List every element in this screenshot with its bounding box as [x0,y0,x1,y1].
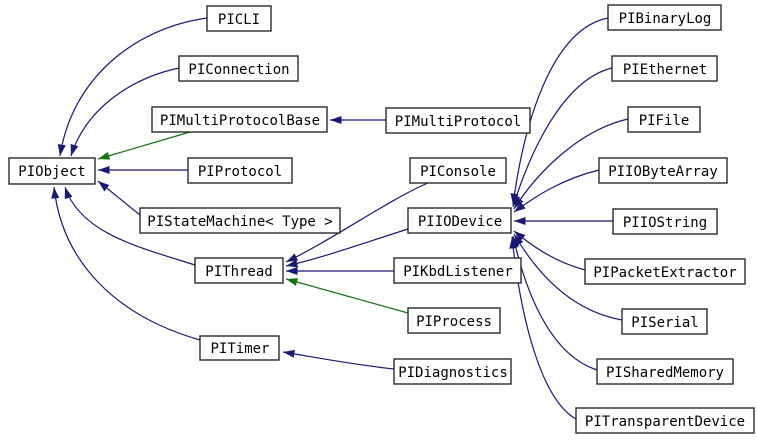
node-label[interactable]: PIKbdListener [403,264,513,280]
edge-pisharedmemory-to-piiodevice [511,235,598,371]
node-box[interactable] [139,207,341,234]
node-pifile[interactable]: PIFile [627,106,701,133]
node-box[interactable] [575,407,755,434]
node-label[interactable]: PIConnection [188,62,289,78]
node-piethernet[interactable]: PIEthernet [611,55,718,82]
node-piconsole[interactable]: PIConsole [409,157,507,184]
node-label[interactable]: PIMultiProtocolBase [160,113,320,129]
nodes-layer: PIObject PICLI PIConnection PIMultiProto… [8,4,755,434]
node-piiobytearray[interactable]: PIIOByteArray [598,157,728,184]
node-piiodevice[interactable]: PIIODevice [407,207,512,234]
edge-pitimer-to-piobject [51,186,201,341]
edge-pifile-to-piiodevice [513,118,629,210]
edge-pibinarylog-to-piiodevice [510,17,609,206]
node-piprocess[interactable]: PIProcess [407,307,501,334]
node-label[interactable]: PIThread [205,264,272,280]
node-label[interactable]: PISharedMemory [606,365,724,381]
edge-pidiagnostics-to-pitimer [282,349,395,370]
node-label[interactable]: PISerial [631,315,698,331]
node-piserial[interactable]: PISerial [621,308,708,335]
node-label[interactable]: PIIOByteArray [608,164,718,180]
node-pithread[interactable]: PIThread [194,257,284,284]
node-box[interactable] [407,207,512,234]
node-label[interactable]: PIObject [18,164,85,180]
node-box[interactable] [393,257,522,284]
node-label[interactable]: PICLI [218,12,260,28]
node-box[interactable] [206,5,272,32]
node-pisharedmemory[interactable]: PISharedMemory [596,358,734,385]
node-pitimer[interactable]: PITimer [199,335,280,361]
node-box[interactable] [199,335,280,361]
edge-piethernet-to-piiodevice [512,67,613,208]
node-box[interactable] [409,157,507,184]
node-box[interactable] [612,208,718,235]
node-label[interactable]: PIIOString [623,215,707,231]
node-label[interactable]: PIPacketExtractor [593,265,736,281]
node-label[interactable]: PIProtocol [198,164,282,180]
node-label[interactable]: PIIODevice [418,214,502,230]
node-pimultiprotocol[interactable]: PIMultiProtocol [385,107,531,134]
node-label[interactable]: PIBinaryLog [619,11,712,27]
edge-pistatemachine-to-piobject [97,180,141,216]
node-label[interactable]: PIConsole [420,164,496,180]
node-box[interactable] [187,157,293,184]
node-piprotocol[interactable]: PIProtocol [187,157,293,184]
node-box[interactable] [194,257,284,284]
edge-picli-to-piobject [57,17,208,157]
edge-piiobytearray-to-piiodevice [513,169,600,213]
node-box[interactable] [598,157,728,184]
node-box[interactable] [611,55,718,82]
node-pimultiprotocolbase[interactable]: PIMultiProtocolBase [151,106,328,133]
node-box[interactable] [8,157,96,185]
edge-piconnection-to-piobject [70,67,180,157]
node-label[interactable]: PITimer [210,341,269,357]
node-box[interactable] [584,258,746,285]
node-piobject[interactable]: PIObject [8,157,96,185]
node-label[interactable]: PIProcess [416,314,492,330]
edge-piprocess-to-pithread [285,278,409,314]
node-label[interactable]: PIDiagnostics [398,365,508,381]
node-box[interactable] [607,4,722,31]
node-box[interactable] [596,358,734,385]
node-piconnection[interactable]: PIConnection [178,55,299,82]
node-box[interactable] [385,107,531,134]
edge-pimultiprotocolbase-to-piobject [97,131,191,160]
edge-pithread-to-piobject [64,186,196,266]
node-pistatemachine[interactable]: PIStateMachine< Type > [139,207,341,234]
node-box[interactable] [393,358,512,385]
node-pipacketextractor[interactable]: PIPacketExtractor [584,258,746,285]
edge-piiodevice-to-pithread [285,228,409,268]
node-pitransparentdevice[interactable]: PITransparentDevice [575,407,755,434]
node-box[interactable] [407,307,501,334]
edge-piserial-to-piiodevice [513,233,623,321]
node-pikbdlistener[interactable]: PIKbdListener [393,257,522,284]
node-box[interactable] [178,55,299,82]
node-box[interactable] [627,106,701,133]
node-label[interactable]: PIMultiProtocol [395,114,521,130]
node-label[interactable]: PIFile [639,113,690,129]
node-box[interactable] [621,308,708,335]
node-label[interactable]: PITransparentDevice [585,414,745,430]
node-pidiagnostics[interactable]: PIDiagnostics [393,358,512,385]
node-piiostring[interactable]: PIIOString [612,208,718,235]
node-picli[interactable]: PICLI [206,5,272,32]
node-pibinarylog[interactable]: PIBinaryLog [607,4,722,31]
node-box[interactable] [151,106,328,133]
edge-piconsole-to-pithread [285,182,429,263]
node-label[interactable]: PIStateMachine< Type > [147,214,332,230]
node-label[interactable]: PIEthernet [623,62,707,78]
